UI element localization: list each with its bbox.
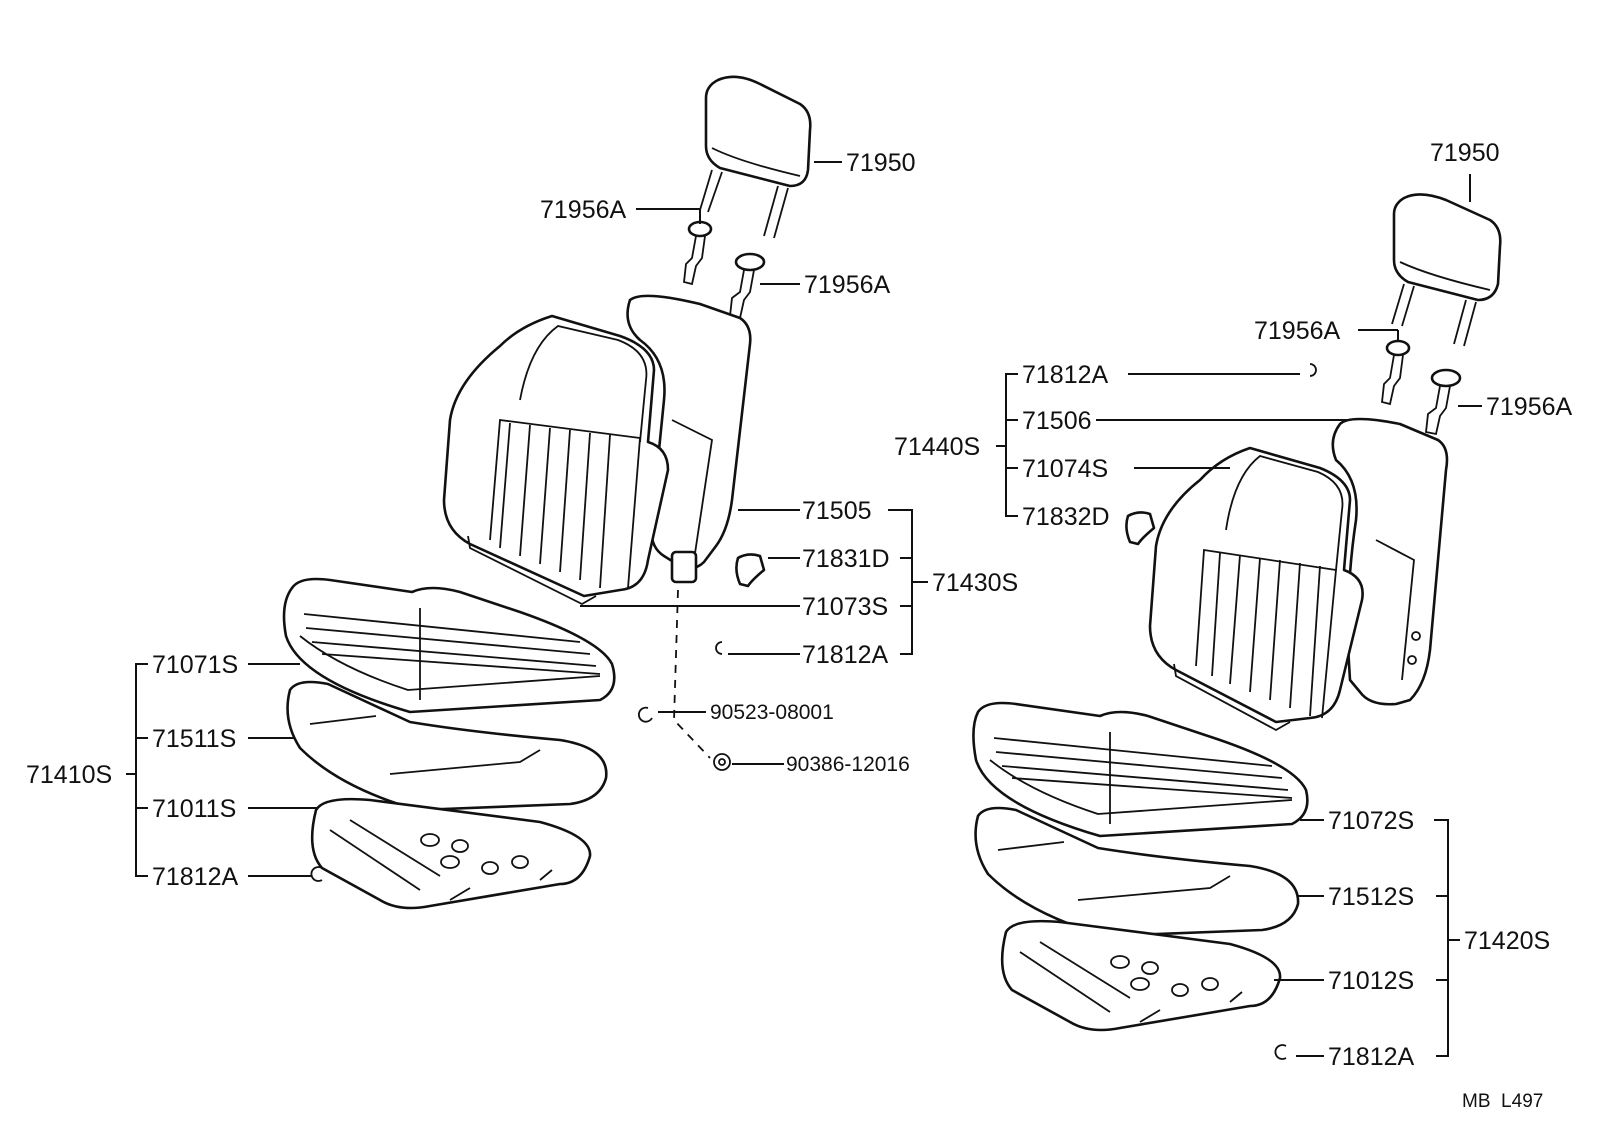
figure-code: MB L497 <box>1462 1091 1543 1112</box>
hog-ring-left-back <box>715 641 723 655</box>
cushion-frame-left <box>310 797 592 910</box>
label-71832d: 71832D <box>1022 503 1110 531</box>
label-71950-left: 71950 <box>846 149 916 177</box>
label-71071s: 71071S <box>152 651 238 679</box>
label-71956a-left-bottom: 71956A <box>804 271 891 299</box>
support-right-bottom <box>1425 368 1462 436</box>
headrest-right <box>1391 193 1502 347</box>
label-71012s: 71012S <box>1328 967 1414 995</box>
cushion-pad-left <box>286 680 608 812</box>
cushion-cover-right <box>972 701 1309 838</box>
clip-left <box>637 706 653 723</box>
label-71812a-right-cushion: 71812A <box>1328 1043 1415 1071</box>
seatback-cover-left <box>442 314 670 606</box>
cushion-pad-right <box>974 806 1300 938</box>
label-71011s: 71011S <box>152 795 236 823</box>
label-71812a-left-back: 71812A <box>802 641 889 669</box>
bolt-left <box>713 753 731 771</box>
headrest-left <box>699 75 812 239</box>
label-71440s: 71440S <box>894 433 980 461</box>
bracket-left <box>735 553 766 588</box>
label-71950-right: 71950 <box>1430 139 1500 167</box>
label-71956a-left-top: 71956A <box>540 196 627 224</box>
label-71812a-right-back: 71812A <box>1022 361 1109 389</box>
bracket-right <box>1125 511 1156 546</box>
label-71074s: 71074S <box>1022 455 1108 483</box>
seatback-cover-right <box>1148 446 1364 732</box>
label-71831d: 71831D <box>802 545 890 573</box>
label-71430s: 71430S <box>932 569 1018 597</box>
seatback-frame-right <box>1331 417 1449 706</box>
label-71956a-right-top: 71956A <box>1254 317 1341 345</box>
label-71511s: 71511S <box>152 725 236 753</box>
hog-ring-left-cushion <box>310 866 323 882</box>
label-71505: 71505 <box>802 497 872 525</box>
support-left-top <box>683 220 713 286</box>
hog-ring-right-cushion <box>1274 1044 1287 1060</box>
support-right-top <box>1381 339 1411 406</box>
hog-ring-right-back <box>1309 363 1317 377</box>
cushion-frame-right <box>1000 919 1282 1032</box>
label-90523-08001: 90523-08001 <box>710 701 834 724</box>
label-71506: 71506 <box>1022 407 1092 435</box>
label-90386-12016: 90386-12016 <box>786 753 910 776</box>
label-71073s: 71073S <box>802 593 888 621</box>
label-71512s: 71512S <box>1328 883 1414 911</box>
support-left-bottom <box>729 252 766 320</box>
cushion-cover-left <box>282 577 616 714</box>
label-71812a-left-cushion: 71812A <box>152 863 239 891</box>
label-71410s: 71410S <box>26 761 112 789</box>
label-71956a-right-bottom: 71956A <box>1486 393 1573 421</box>
label-71420s: 71420S <box>1464 927 1550 955</box>
label-71072s: 71072S <box>1328 807 1414 835</box>
